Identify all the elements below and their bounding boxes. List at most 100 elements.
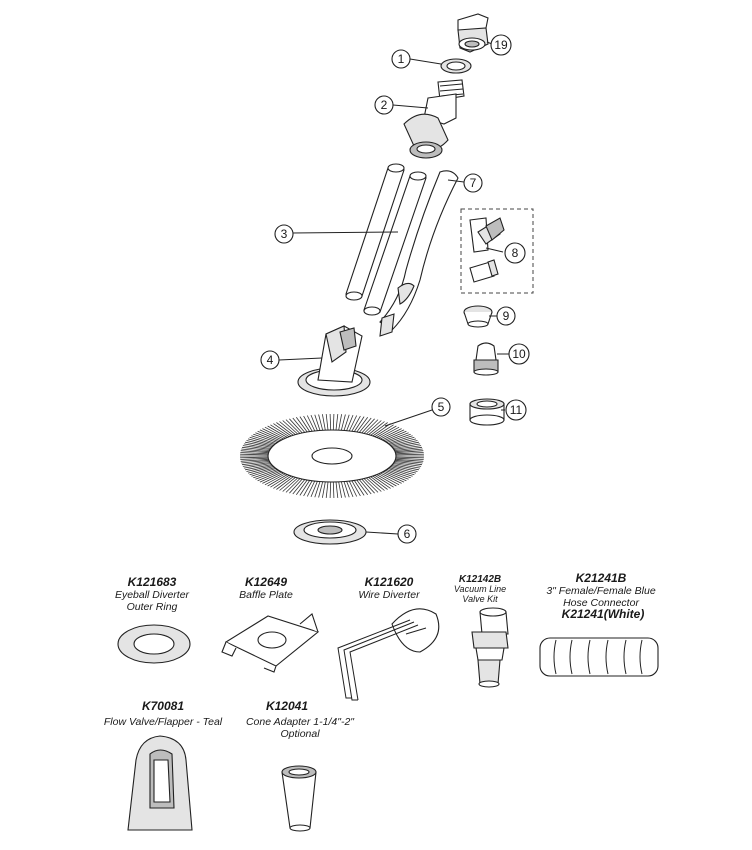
bristle — [273, 475, 292, 489]
callout-6: 6 — [397, 524, 417, 544]
bristle — [343, 414, 350, 431]
bristle — [282, 477, 298, 492]
leader-7 — [447, 179, 465, 183]
leader-5 — [384, 409, 433, 427]
bristle — [372, 475, 391, 489]
bristle — [242, 462, 271, 467]
bristle — [251, 468, 277, 477]
svg-text:Vacuum Line: Vacuum Line — [454, 584, 506, 594]
bristle — [368, 476, 385, 491]
bristle — [366, 477, 382, 492]
bristle — [370, 476, 388, 490]
bristle — [240, 457, 269, 460]
bristle — [247, 466, 274, 474]
svg-text:Outer Ring: Outer Ring — [127, 601, 178, 613]
bristle — [391, 465, 418, 472]
callout-9: 9 — [496, 306, 516, 326]
leader-8 — [485, 247, 504, 253]
bristle — [318, 481, 324, 498]
bristle — [310, 481, 318, 498]
svg-text:1: 1 — [398, 52, 405, 66]
bristle — [387, 435, 413, 444]
bristle — [395, 450, 424, 454]
bristle — [335, 481, 339, 498]
bristle — [249, 436, 275, 445]
bristle — [389, 467, 415, 476]
bristle — [245, 441, 272, 448]
bristle — [264, 473, 286, 486]
bristle — [270, 474, 290, 488]
svg-text:7: 7 — [470, 176, 477, 190]
svg-text:Baffle Plate: Baffle Plate — [239, 589, 293, 601]
svg-text:K12041: K12041 — [266, 699, 308, 713]
bristle — [338, 414, 342, 431]
svg-text:Valve Kit: Valve Kit — [462, 594, 498, 604]
bristle — [378, 426, 400, 439]
bristle — [329, 413, 332, 431]
bristle — [348, 415, 358, 432]
bristle — [255, 470, 279, 480]
bristle — [356, 417, 369, 433]
bristle — [393, 463, 421, 469]
bristle — [372, 423, 391, 437]
bristle — [340, 414, 346, 431]
bristle — [276, 476, 294, 490]
bristle — [394, 461, 423, 466]
bristle — [285, 478, 301, 493]
bristle — [257, 470, 281, 482]
bristle — [380, 472, 402, 484]
bristle — [243, 463, 271, 469]
bristle — [240, 450, 269, 454]
bristle — [264, 426, 286, 439]
bristle — [393, 445, 422, 450]
svg-text:K121683: K121683 — [128, 575, 177, 589]
svg-text:K121620: K121620 — [365, 575, 414, 589]
part-6-footpad — [293, 519, 367, 545]
bristle — [361, 418, 375, 434]
bristle — [325, 414, 329, 431]
bristle — [247, 438, 274, 446]
bristle — [246, 465, 273, 472]
bristle — [246, 440, 273, 447]
bristle — [389, 436, 415, 445]
bristle — [289, 478, 303, 494]
bristle — [395, 458, 424, 462]
bristle — [348, 480, 358, 497]
bristle — [241, 446, 270, 451]
bristle — [374, 424, 394, 438]
svg-text:4: 4 — [267, 353, 274, 367]
bristle — [393, 462, 422, 467]
accessory-k121683: K121683 Eyeball Diverter Outer Ring — [115, 575, 191, 664]
svg-text:Wire Diverter: Wire Diverter — [358, 589, 420, 601]
part-9-cap — [463, 305, 493, 328]
callout-7: 7 — [463, 173, 483, 193]
bristle — [383, 470, 407, 482]
svg-text:3" Female/Female Blue: 3" Female/Female Blue — [546, 585, 656, 597]
bristle — [245, 464, 272, 471]
bristle — [240, 452, 269, 455]
part-19-connector — [457, 13, 489, 53]
bristle — [386, 469, 411, 479]
callout-10: 10 — [508, 343, 530, 365]
leader-1 — [409, 58, 442, 65]
part-4-head — [297, 325, 371, 397]
svg-text:9: 9 — [503, 309, 510, 323]
callout-19: 19 — [490, 34, 512, 56]
bristle — [243, 443, 271, 449]
bristle — [363, 419, 379, 434]
bristle — [325, 481, 329, 498]
bristle — [285, 419, 301, 434]
bristle — [351, 480, 361, 497]
bristle — [392, 464, 419, 471]
svg-text:K21241B: K21241B — [576, 571, 627, 585]
bristle — [391, 440, 418, 447]
svg-text:6: 6 — [404, 527, 411, 541]
bristle — [267, 474, 288, 487]
bristle — [335, 414, 339, 431]
bristle — [393, 443, 421, 449]
bristle — [306, 415, 316, 432]
bristle — [395, 448, 423, 453]
bristle — [241, 459, 269, 464]
bristle — [241, 461, 270, 466]
bristle — [262, 428, 284, 440]
